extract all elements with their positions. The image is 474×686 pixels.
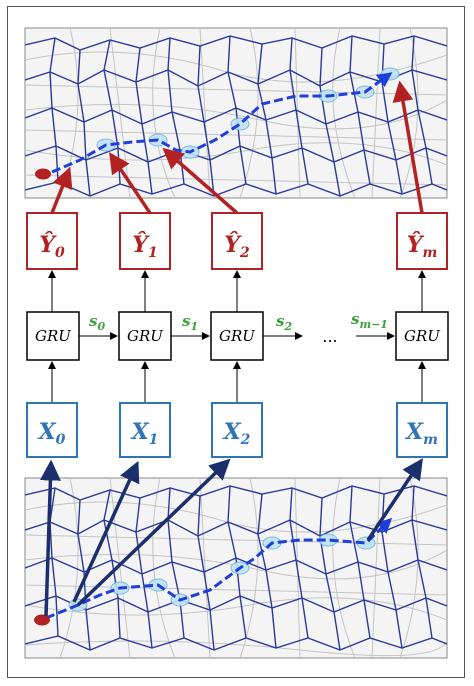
gru-cell-1: GRU bbox=[118, 311, 172, 361]
input-box-1: X1 bbox=[119, 402, 171, 458]
output-label-1: Ŷ1 bbox=[132, 231, 157, 261]
output-label-m: Ŷm bbox=[407, 231, 438, 261]
output-label-2: Ŷ2 bbox=[224, 231, 250, 261]
gru-cell-m: GRU bbox=[395, 311, 449, 361]
input-box-m: Xm bbox=[396, 402, 448, 458]
input-label-2: X2 bbox=[222, 419, 251, 448]
state-label-1: s1 bbox=[182, 312, 198, 333]
top-trajectory bbox=[35, 67, 400, 180]
gru-cell-0: GRU bbox=[26, 311, 80, 361]
state-label-2: s2 bbox=[276, 312, 292, 333]
input-label-m: Xm bbox=[404, 419, 438, 448]
output-boxes: Ŷ0 Ŷ1 Ŷ2 Ŷm bbox=[26, 212, 448, 270]
input-box-2: X2 bbox=[211, 402, 263, 458]
output-box-2: Ŷ2 bbox=[211, 212, 263, 270]
start-point-bottom bbox=[34, 614, 50, 626]
gru-cells: GRU GRU GRU GRU bbox=[26, 311, 449, 361]
gru-label-0: GRU bbox=[35, 327, 72, 345]
input-gru-arrows bbox=[48, 361, 426, 403]
output-arrows bbox=[50, 80, 424, 215]
top-map bbox=[24, 27, 448, 199]
output-box-0: Ŷ0 bbox=[26, 212, 78, 270]
start-point-top bbox=[35, 168, 51, 180]
state-labels: s0 s1 s2 sm−1 bbox=[89, 310, 388, 333]
output-box-m: Ŷm bbox=[396, 212, 448, 270]
bottom-map-voronoi bbox=[25, 485, 447, 651]
input-label-0: X0 bbox=[37, 419, 66, 448]
input-label-1: X1 bbox=[130, 419, 159, 448]
bottom-map bbox=[24, 477, 448, 659]
gru-label-m: GRU bbox=[404, 327, 441, 345]
gru-label-2: GRU bbox=[219, 327, 256, 345]
input-boxes: X0 X1 X2 Xm bbox=[26, 402, 448, 458]
output-label-0: Ŷ0 bbox=[39, 231, 65, 261]
gru-label-1: GRU bbox=[127, 327, 164, 345]
output-box-1: Ŷ1 bbox=[119, 212, 171, 270]
input-arrows bbox=[39, 458, 423, 617]
state-label-m-1: sm−1 bbox=[351, 310, 388, 331]
input-box-0: X0 bbox=[26, 402, 78, 458]
ellipsis: ... bbox=[322, 327, 337, 346]
gru-cell-2: GRU bbox=[210, 311, 264, 361]
state-label-0: s0 bbox=[89, 312, 105, 333]
gru-output-arrows bbox=[48, 270, 426, 312]
